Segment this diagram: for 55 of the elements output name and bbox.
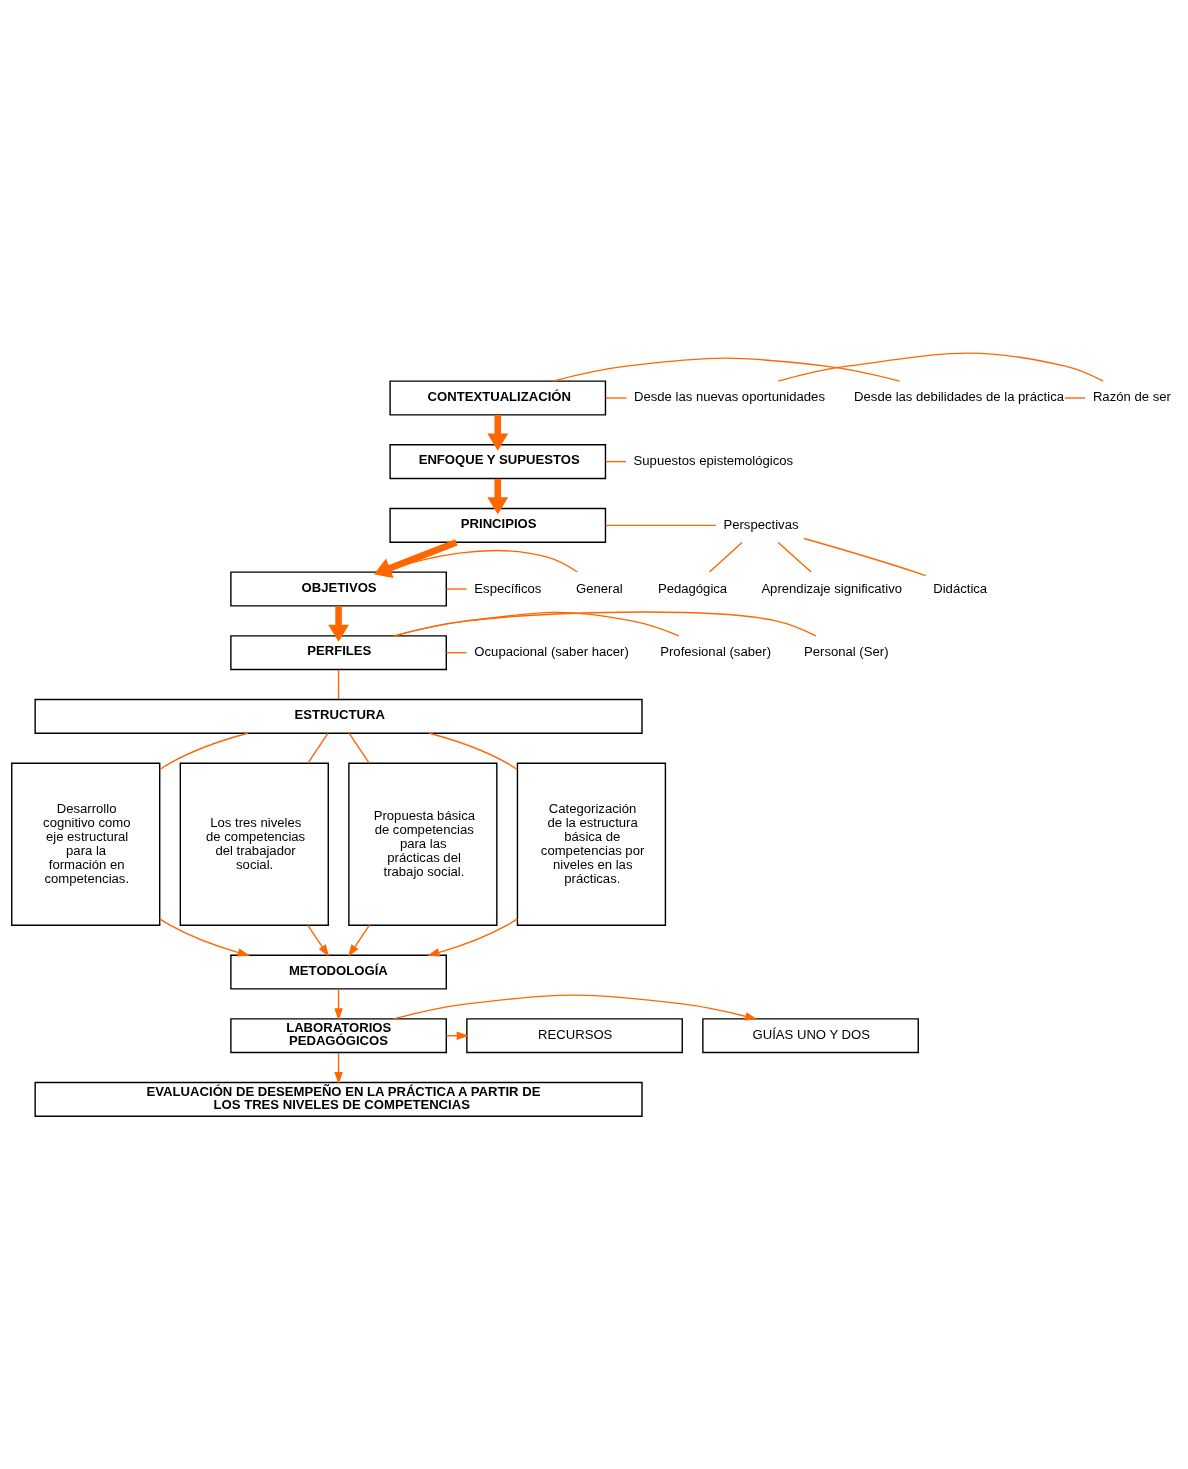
connector bbox=[393, 611, 680, 637]
node-text: Didáctica bbox=[933, 580, 988, 596]
node-box: RECURSOS bbox=[466, 1018, 683, 1054]
connector bbox=[604, 524, 717, 527]
connector bbox=[159, 732, 249, 771]
node-box: LABORATORIOS PEDAGÓGICOS bbox=[230, 1018, 447, 1054]
node-box: Categorización de la estructura básica de competencias por niveles en las prácticas. bbox=[516, 762, 667, 926]
node-text: Desde las nuevas oportunidades bbox=[634, 389, 825, 405]
node-text: Pedagógica bbox=[657, 580, 728, 596]
connector bbox=[605, 460, 627, 463]
node-box: PERFILES bbox=[230, 635, 447, 671]
node-text: Perspectivas bbox=[723, 516, 799, 532]
arrow bbox=[427, 918, 518, 957]
node-box: Propuesta básica de competencias para las prácticas del trabajo social. bbox=[348, 762, 498, 926]
connector bbox=[348, 732, 370, 764]
arrow bbox=[307, 924, 330, 957]
node-text: Supuestos epistemológicos bbox=[633, 453, 794, 469]
node-box: ESTRUCTURA bbox=[34, 698, 643, 734]
arrow bbox=[159, 918, 250, 957]
node-box: CONTEXTUALIZACIÓN bbox=[389, 380, 607, 416]
connector bbox=[428, 732, 518, 771]
node-text: General bbox=[575, 580, 623, 596]
arrow bbox=[348, 924, 370, 957]
connector bbox=[445, 652, 468, 654]
node-text: Razón de ser bbox=[1092, 389, 1171, 405]
node-text: Ocupacional (saber hacer) bbox=[474, 644, 629, 660]
node-box: OBJETIVOS bbox=[230, 571, 447, 607]
node-box: GUÍAS UNO Y DOS bbox=[702, 1018, 919, 1054]
connector bbox=[605, 397, 628, 399]
arrow bbox=[373, 539, 458, 578]
connector bbox=[337, 669, 340, 700]
connector bbox=[1064, 397, 1086, 399]
node-text: Desde las debilidades de la práctica bbox=[854, 389, 1064, 405]
connector bbox=[307, 732, 329, 764]
arrow bbox=[334, 988, 343, 1021]
connector bbox=[445, 588, 468, 590]
arrow bbox=[393, 994, 758, 1021]
connector bbox=[803, 537, 927, 577]
node-text: Aprendizaje significativo bbox=[761, 580, 903, 596]
node-box: Desarrollo cognitivo como eje estructural para la formación en competencias. bbox=[11, 762, 161, 926]
arrow bbox=[334, 1052, 343, 1085]
node-box: EVALUACIÓN DE DESEMPEÑO EN LA PRÁCTICA A PARTIR DE LOS TRES NIVELES DE COMPETENCIAS bbox=[34, 1081, 643, 1117]
connector bbox=[708, 541, 743, 573]
node-box: METODOLOGÍA bbox=[230, 954, 447, 990]
arrow bbox=[487, 478, 509, 515]
node-text: Personal (Ser) bbox=[804, 644, 889, 660]
connector bbox=[552, 357, 901, 382]
node-box: Los tres niveles de competencias del trabajador social. bbox=[179, 762, 329, 926]
connector bbox=[393, 611, 817, 637]
node-box: PRINCIPIOS bbox=[389, 507, 607, 543]
node-box: ENFOQUE Y SUPUESTOS bbox=[389, 444, 607, 480]
connector bbox=[777, 541, 812, 573]
node-text: Específicos bbox=[474, 580, 542, 596]
connector bbox=[777, 352, 1104, 382]
node-text: Profesional (saber) bbox=[660, 644, 772, 660]
